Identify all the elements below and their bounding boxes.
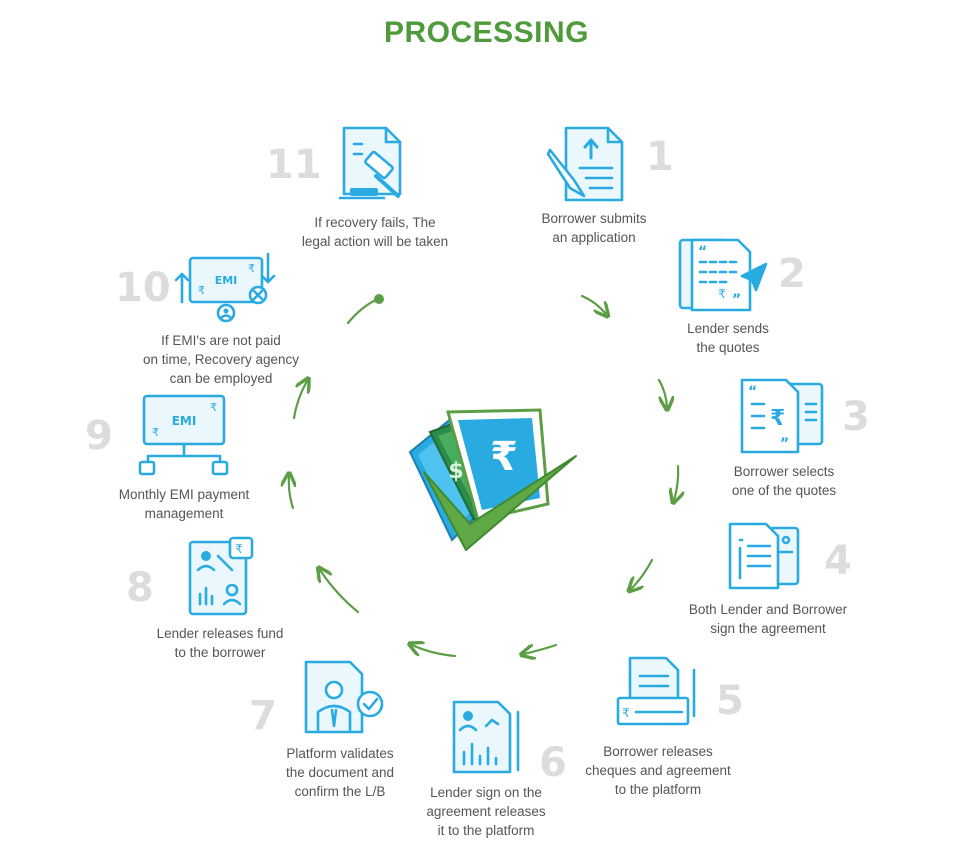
step-label-line: Platform validates: [286, 746, 394, 761]
step-label: If EMI's are not paid on time, Recovery …: [136, 331, 306, 388]
step-label-line: it to the platform: [437, 823, 535, 838]
step-label: If recovery fails, The legal action will…: [295, 213, 455, 251]
step-label-line: to the borrower: [174, 645, 266, 660]
flow-arrows: [289, 294, 678, 656]
step-label-line: If recovery fails, The: [314, 215, 436, 230]
svg-text:“: “: [748, 384, 757, 400]
svg-text:“: “: [698, 244, 707, 260]
step-label-line: cheques and agreement: [585, 763, 731, 778]
send-quotes-icon: ₹ “ ”: [678, 238, 768, 312]
step-label-line: the document and: [285, 765, 395, 780]
step-label-line: sign the agreement: [710, 621, 826, 636]
svg-text:EMI: EMI: [172, 414, 197, 428]
flow-arrow: [631, 558, 654, 589]
step-label-line: Lender releases fund: [156, 626, 284, 641]
step-label-line: Lender sign on the: [430, 785, 542, 800]
svg-text:”: ”: [732, 292, 741, 308]
step-label: Lender releases fund to the borrower: [140, 624, 300, 662]
fund-release-icon: ₹: [188, 536, 254, 616]
step-label-line: Lender sends: [687, 321, 769, 336]
step-number: 11: [266, 142, 322, 188]
step-label-line: an application: [552, 230, 636, 245]
svg-text:”: ”: [780, 436, 789, 452]
person-verified-icon: [304, 660, 384, 734]
step-number: 4: [824, 538, 852, 584]
step-label-line: one of the quotes: [731, 483, 837, 498]
step-number: 7: [249, 693, 277, 739]
document-upload-pen-icon: [546, 126, 624, 202]
step-label: Lender sign on the agreement releases it…: [416, 783, 556, 840]
svg-text:₹: ₹: [152, 426, 159, 439]
step-label-line: legal action will be taken: [301, 234, 449, 249]
step-label-line: Monthly EMI payment: [118, 487, 250, 502]
emi-cancel-icon: EMI ₹ ₹: [174, 252, 276, 323]
svg-text:₹: ₹: [235, 542, 243, 556]
money-check-icon: ₹ $: [408, 408, 577, 551]
step-label: Monthly EMI payment management: [104, 485, 264, 523]
step-number: 6: [539, 740, 567, 786]
step-label-line: Borrower selects: [733, 464, 835, 479]
gavel-document-icon: [338, 126, 402, 200]
emi-monitor-icon: EMI ₹ ₹: [138, 394, 229, 476]
flow-arrow: [674, 464, 678, 500]
svg-text:₹: ₹: [622, 706, 630, 720]
step-label-line: on time, Recovery agency: [142, 352, 300, 367]
svg-text:₹: ₹: [248, 262, 255, 275]
agreement-chart-icon: [452, 700, 520, 774]
svg-text:₹: ₹: [210, 401, 217, 414]
svg-text:₹: ₹: [198, 284, 205, 297]
agreement-document-icon: [728, 522, 800, 590]
svg-text:₹: ₹: [718, 287, 726, 301]
svg-text:$: $: [448, 459, 463, 484]
svg-text:₹: ₹: [490, 434, 518, 480]
step-number: 3: [842, 394, 870, 440]
flow-arrow: [580, 294, 606, 314]
flow-arrow: [524, 643, 558, 654]
flow-arrow: [412, 645, 457, 658]
step-number: 1: [646, 134, 674, 180]
step-label: Platform validates the document and conf…: [270, 744, 410, 801]
step-label-line: Borrower releases: [603, 744, 713, 759]
step-label-line: If EMI's are not paid: [161, 333, 281, 348]
step-number: 5: [716, 678, 744, 724]
svg-text:₹: ₹: [770, 406, 785, 431]
step-number: 8: [126, 565, 154, 611]
step-label: Borrower submits an application: [524, 209, 664, 247]
step-label-line: to the platform: [614, 782, 702, 797]
step-number: 9: [85, 413, 113, 459]
flow-arrow: [320, 570, 360, 614]
step-label: Lender sends the quotes: [658, 319, 798, 357]
step-label-line: Borrower submits: [541, 211, 647, 226]
step-number: 2: [778, 251, 806, 297]
step-label-line: can be employed: [169, 371, 273, 386]
flow-arrow-start: [346, 297, 380, 325]
flow-arrow: [292, 381, 307, 420]
svg-text:EMI: EMI: [215, 274, 238, 287]
step-label-line: agreement releases: [426, 804, 546, 819]
step-label-line: Both Lender and Borrower: [688, 602, 848, 617]
quotes-rupee-icon: ₹ “ ”: [740, 378, 824, 454]
cheque-document-icon: ₹: [616, 656, 696, 726]
flow-arrow: [289, 476, 293, 510]
step-label: Borrower selects one of the quotes: [704, 462, 864, 500]
page-title: PROCESSING: [383, 16, 590, 49]
step-label-line: the quotes: [696, 340, 760, 355]
flow-arrow: [657, 378, 667, 407]
step-label: Borrower releases cheques and agreement …: [578, 742, 738, 799]
step-label: Both Lender and Borrower sign the agreem…: [680, 600, 856, 638]
step-label-line: confirm the L/B: [294, 784, 386, 799]
step-label-line: management: [144, 506, 224, 521]
step-number: 10: [115, 265, 171, 311]
